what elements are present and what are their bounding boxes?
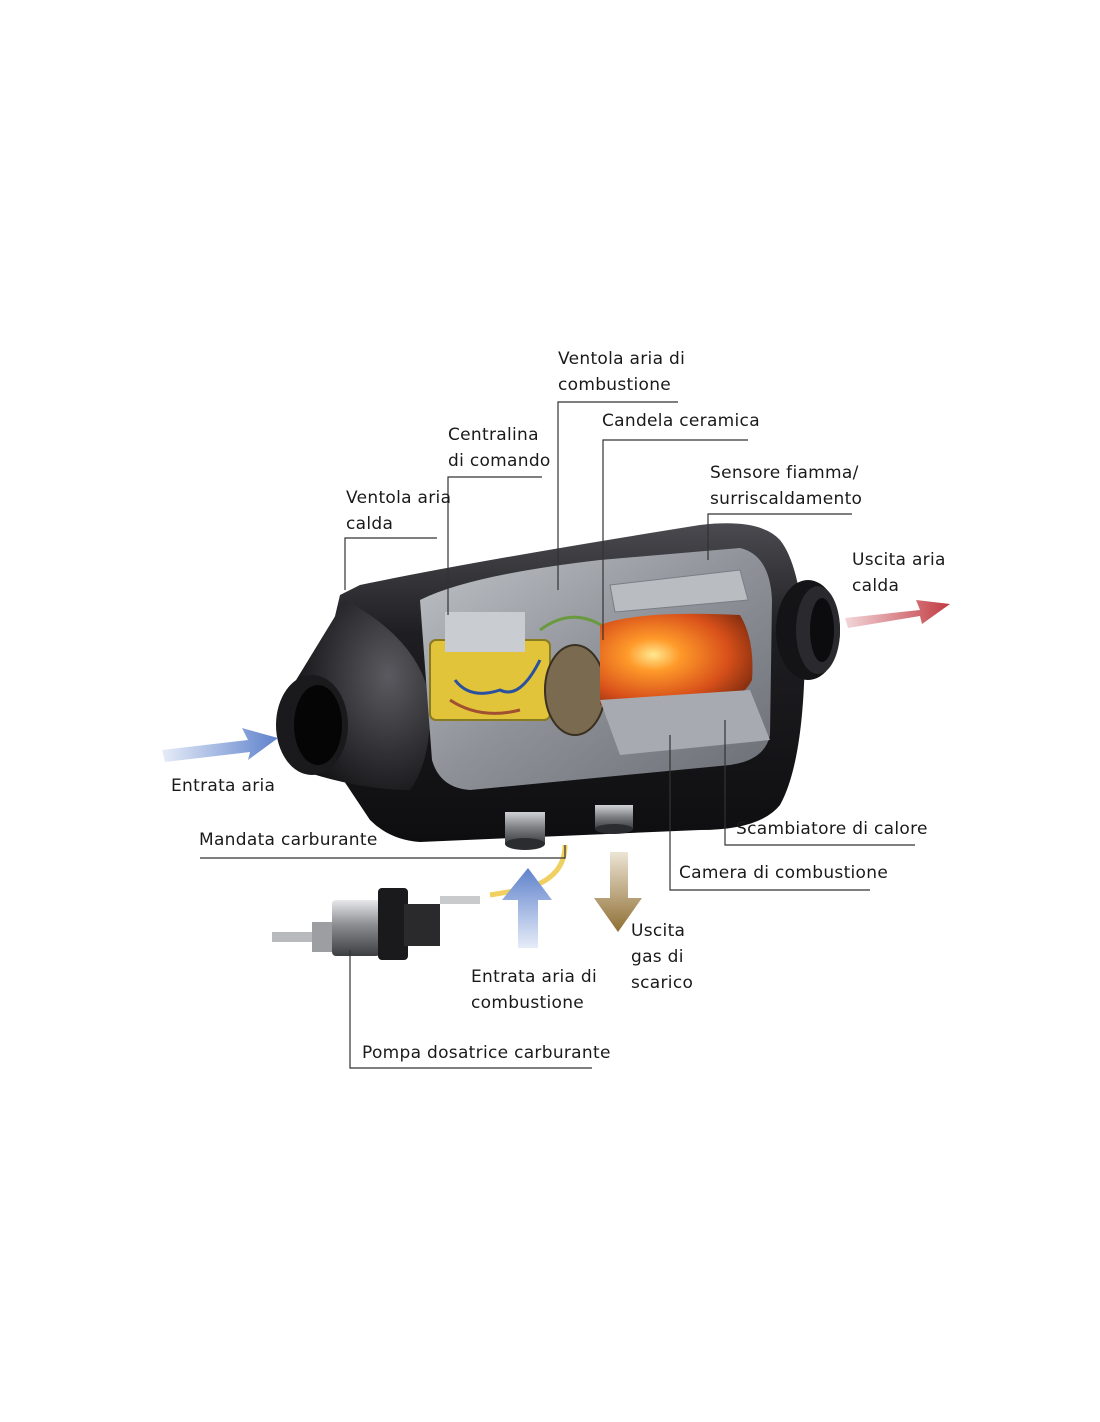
label-pompa-dosatrice: Pompa dosatrice carburante (362, 1043, 611, 1063)
exhaust-pipes (505, 805, 633, 850)
label-camera-combustione: Camera di combustione (679, 863, 889, 883)
label-scambiatore-calore: Scambiatore di calore (736, 819, 928, 839)
hot-air-outlet-arrow (845, 600, 950, 628)
label-entrata-aria: Entrata aria (171, 776, 276, 796)
leader-lines (200, 401, 915, 1069)
combustion-air-inlet-arrow (502, 868, 552, 948)
cutaway-interior (420, 548, 772, 790)
cold-air-inlet-arrow (162, 728, 278, 762)
label-sensore-fiamma: Sensore fiamma/surriscaldamento (710, 463, 863, 509)
fuel-pump (272, 888, 480, 960)
label-mandata-carburante: Mandata carburante (199, 830, 378, 850)
exhaust-outlet-arrow (594, 852, 642, 932)
label-candela-ceramica: Candela ceramica (602, 411, 760, 431)
leader-ventola-combustione (557, 401, 678, 590)
